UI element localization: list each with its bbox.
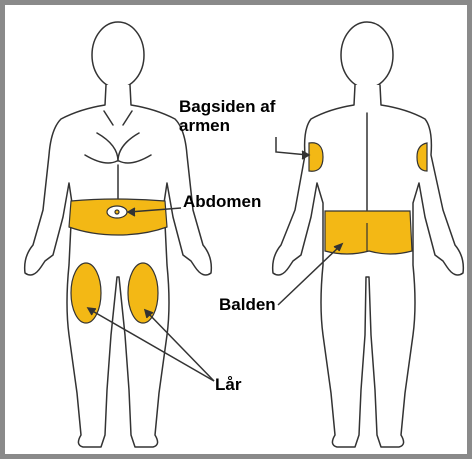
arm-back-label-line2: armen [179,116,275,135]
arm-back-label: Bagsiden af armen [179,97,275,135]
right-thigh-area [128,263,158,323]
left-arm-back-area [309,143,323,171]
buttocks-label: Balden [219,295,276,314]
front-head [92,22,144,88]
navel [115,210,119,214]
thighs-label: Lår [215,375,241,394]
abdomen-label: Abdomen [183,192,261,211]
back-body-outline [273,85,464,447]
arm-back-label-line1: Bagsiden af [179,97,275,116]
front-body-outline [25,85,212,447]
back-head [341,22,393,88]
